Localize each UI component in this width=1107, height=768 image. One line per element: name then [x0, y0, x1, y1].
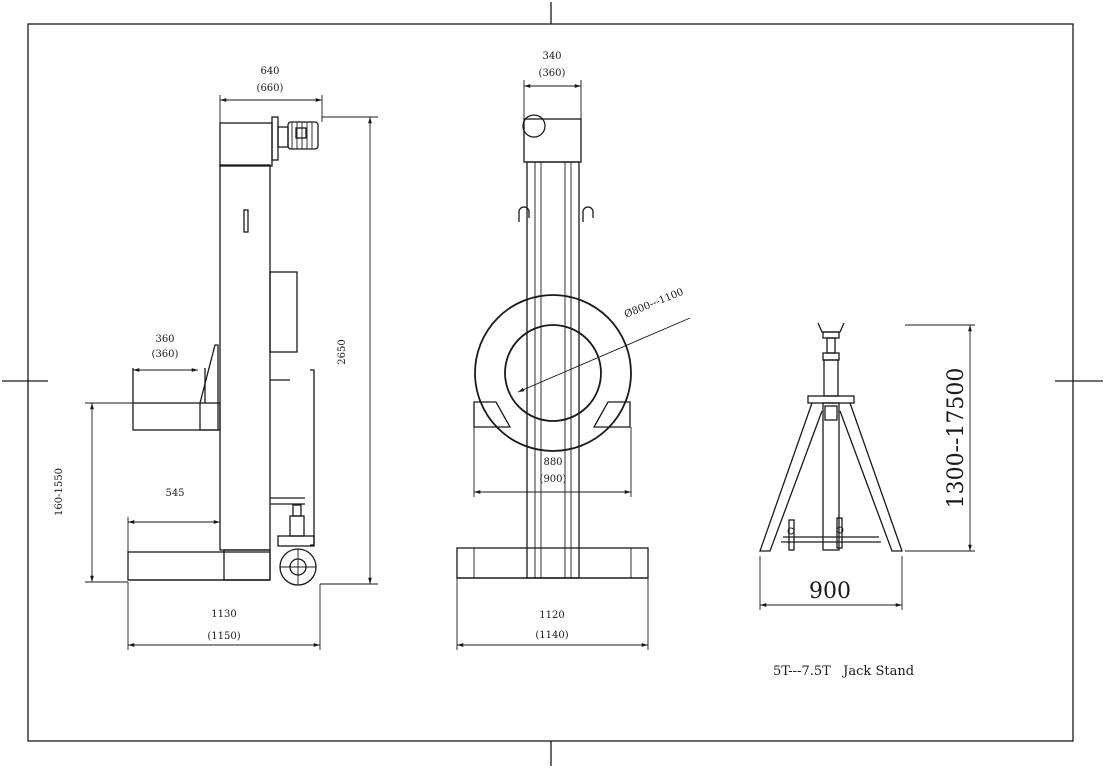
side-arm-reach: 545	[165, 488, 184, 499]
front-ring-diameter: Ø800---1100	[623, 287, 685, 321]
ring-icon	[474, 294, 632, 452]
wheel-icon	[279, 548, 317, 586]
front-ring-width-alt: (900)	[540, 474, 567, 485]
side-height: 2650	[337, 339, 348, 364]
side-view: 640 (660) 360 (360) 2650 160-1550 545 11…	[54, 66, 378, 650]
motor-icon	[277, 121, 319, 150]
front-ring-width: 880	[543, 457, 562, 468]
front-base-length-alt: (1140)	[535, 630, 568, 641]
side-arm-width: 360	[155, 334, 174, 345]
front-top-width-alt: (360)	[539, 68, 566, 79]
front-top-width: 340	[542, 51, 561, 62]
side-arm-height-range: 160-1550	[54, 468, 65, 516]
jack-base-width: 900	[809, 579, 851, 604]
side-base-length: 1130	[211, 609, 236, 620]
side-top-width: 640	[260, 66, 279, 77]
side-arm-width-alt: (360)	[152, 349, 179, 360]
jack-stand-caption: 5T---7.5T Jack Stand	[773, 664, 914, 679]
front-base-length: 1120	[539, 610, 564, 621]
front-view: Ø800---1100 340 (360) 880 (900) 1120 (11…	[456, 51, 691, 650]
jack-height-range: 1300--17500	[944, 368, 969, 509]
side-base-length-alt: (1150)	[207, 631, 240, 642]
side-top-width-alt: (660)	[257, 83, 284, 94]
jack-stand-view: 1300--17500 900 5T---7.5T Jack Stand	[759, 322, 975, 679]
